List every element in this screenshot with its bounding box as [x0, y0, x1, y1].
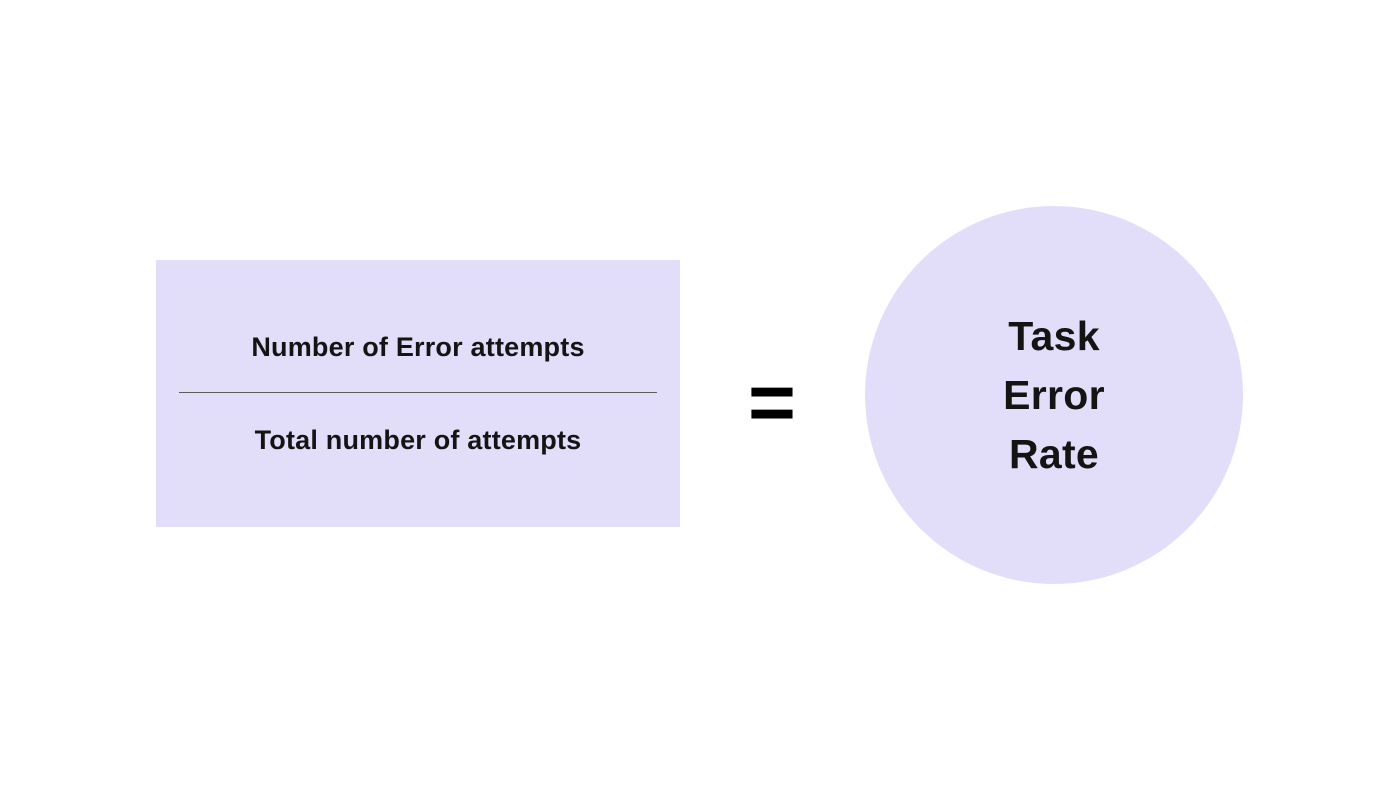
fraction-numerator: Number of Error attempts: [251, 332, 585, 362]
result-line-rate: Rate: [1008, 430, 1100, 477]
result-line-task: Task: [1008, 312, 1100, 359]
fraction-divider-line: [179, 392, 657, 393]
fraction-box: Number of Error attempts Total number of…: [156, 260, 680, 527]
equals-sign: =: [748, 357, 796, 448]
fraction-denominator: Total number of attempts: [254, 425, 582, 455]
result-circle: Task Error Rate: [865, 206, 1243, 584]
result-line-error: Error: [1003, 371, 1105, 418]
